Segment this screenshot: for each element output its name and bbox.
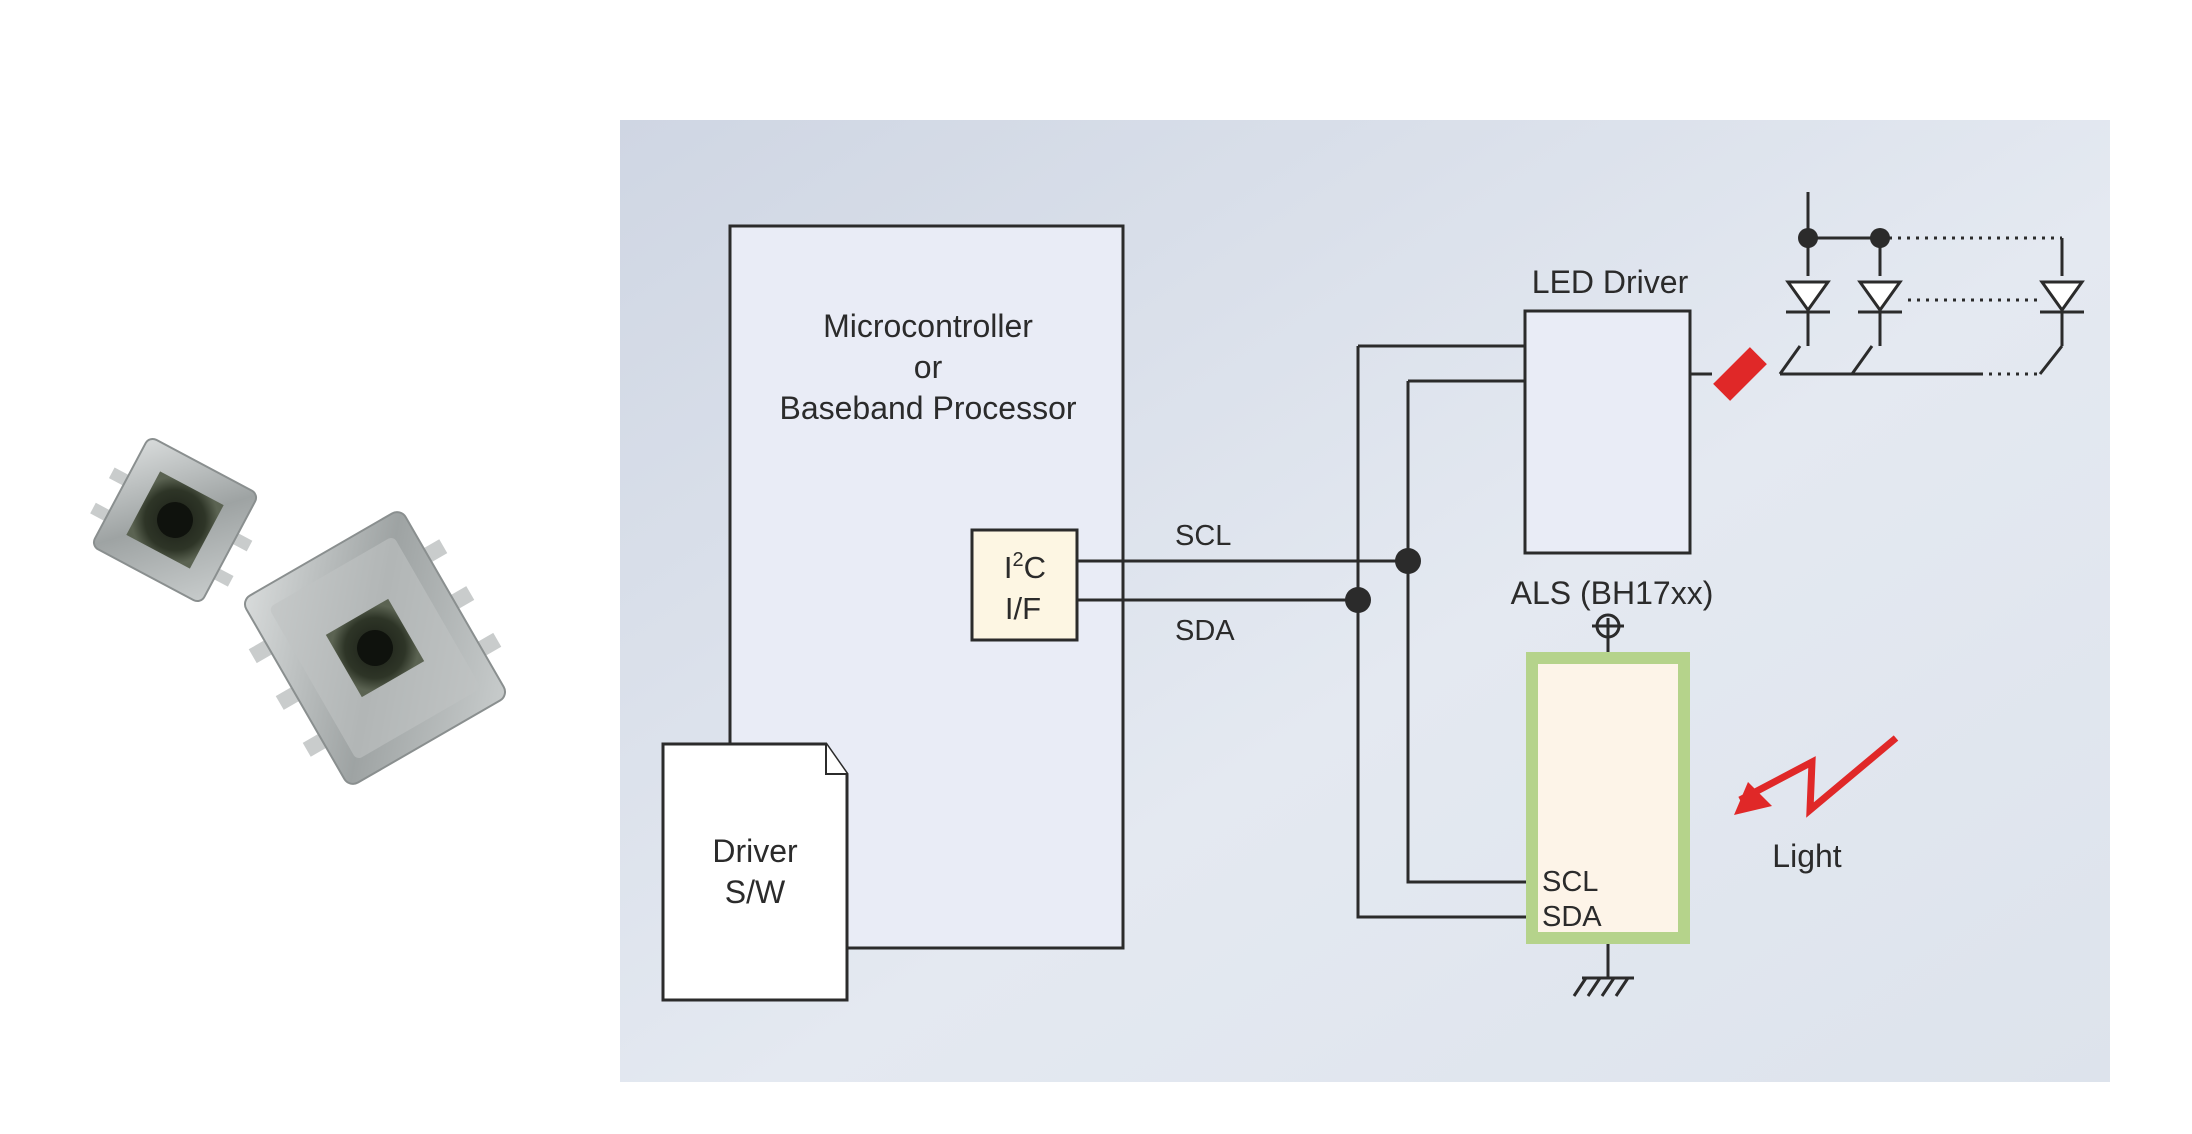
led-driver-block — [1525, 311, 1690, 553]
microcontroller-label-line3: Baseband Processor — [779, 390, 1076, 426]
sda-junction-dot — [1345, 587, 1371, 613]
als-label: ALS (BH17xx) — [1511, 575, 1714, 611]
microcontroller-label-line1: Microcontroller — [823, 308, 1033, 344]
sda-bus-label: SDA — [1175, 615, 1235, 647]
microcontroller-label-line2: or — [914, 349, 943, 385]
scl-junction-dot — [1395, 548, 1421, 574]
led-node-dot — [1870, 228, 1890, 248]
i2c-label-line2: I/F — [1005, 591, 1041, 626]
i2c-label-line1: I2C — [1004, 549, 1046, 585]
driver-sw-label-line2: S/W — [725, 874, 786, 910]
als-pin-sda-label: SDA — [1542, 901, 1602, 933]
als-pin-scl-label: SCL — [1542, 866, 1598, 898]
led-driver-label: LED Driver — [1532, 264, 1689, 300]
led-node-dot — [1798, 228, 1818, 248]
scl-bus-label: SCL — [1175, 520, 1231, 552]
light-label: Light — [1772, 838, 1842, 874]
driver-sw-document — [663, 744, 847, 1000]
driver-sw-label-line1: Driver — [712, 833, 798, 869]
